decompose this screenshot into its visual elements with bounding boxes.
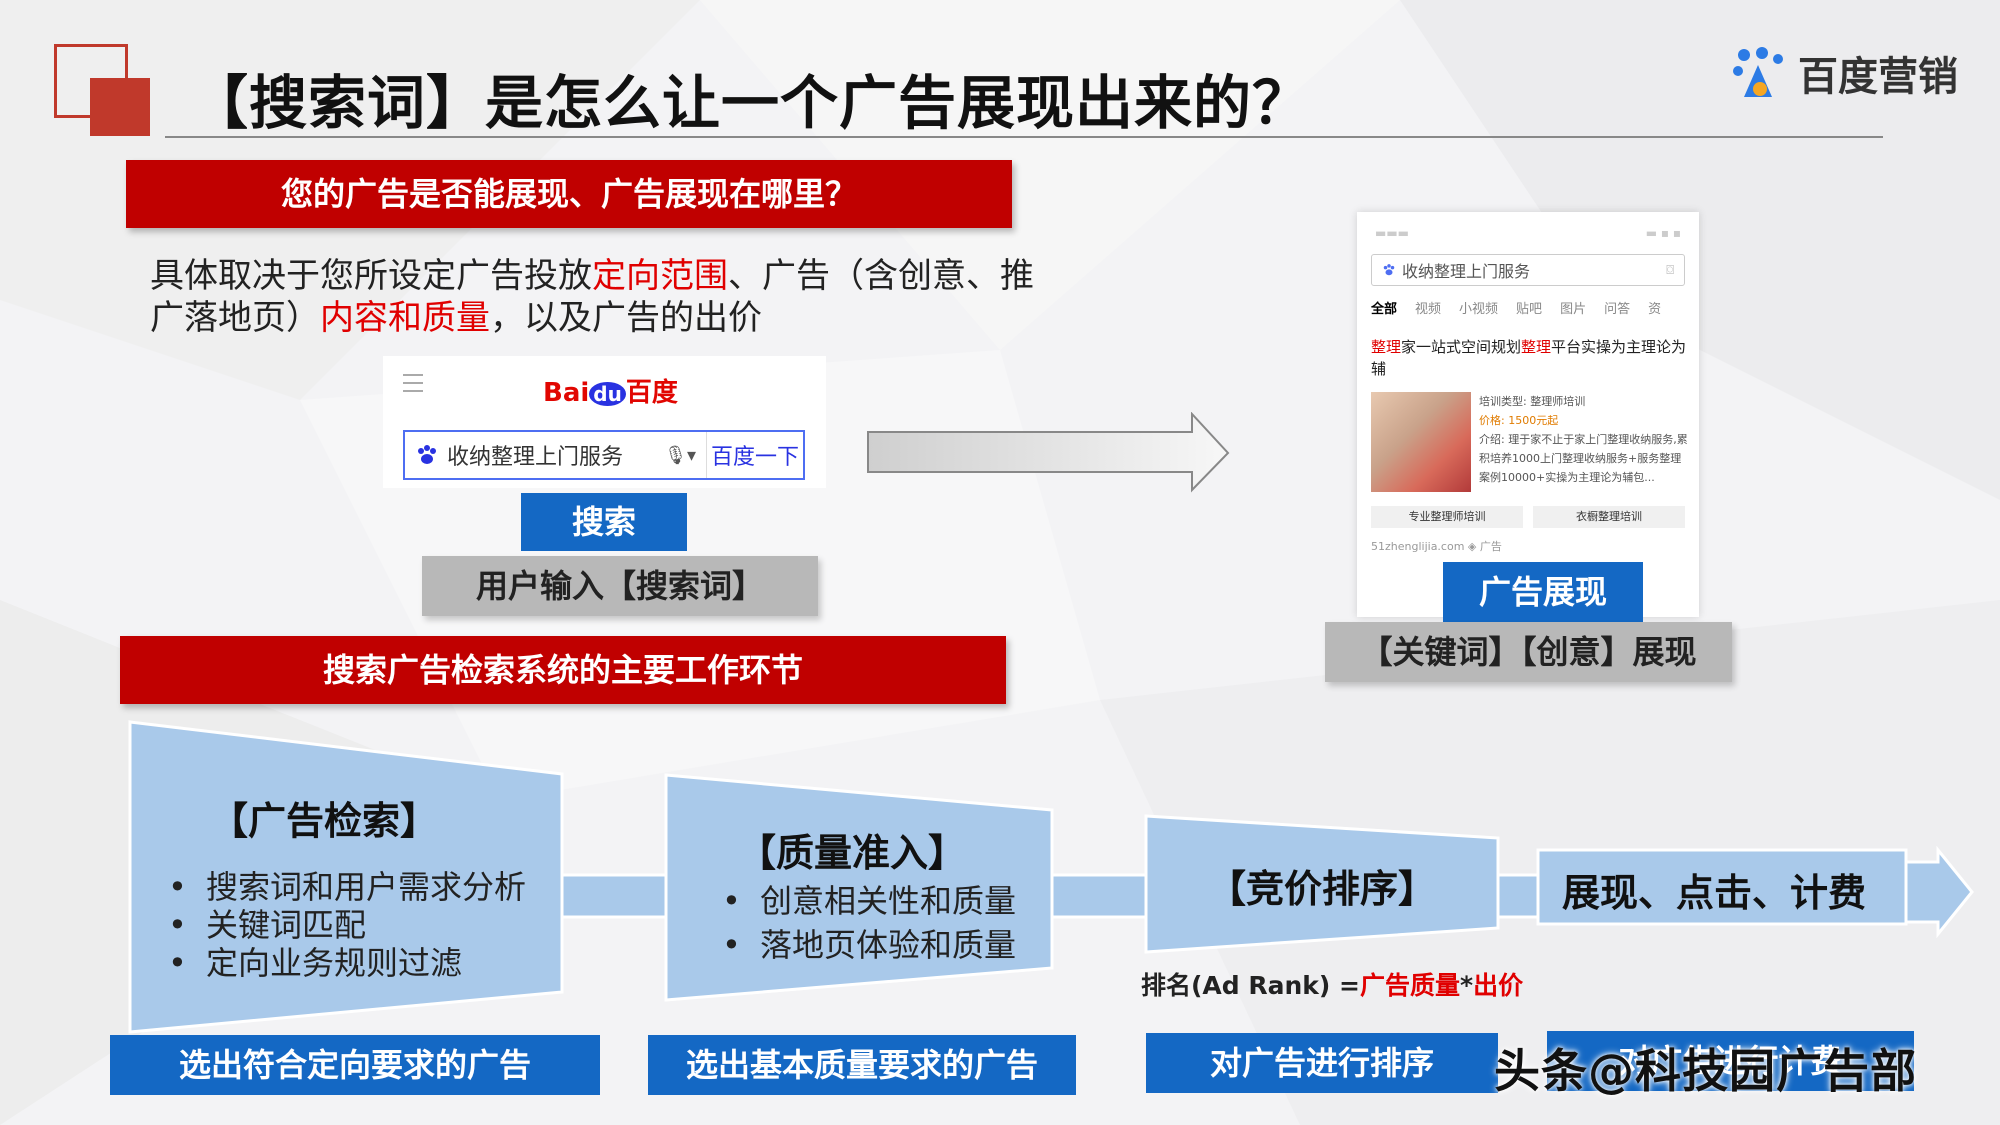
ad-info-price: 价格: 1500元起 xyxy=(1479,414,1559,427)
stage3-result: 对广告进行排序 xyxy=(1146,1033,1498,1093)
ad-tag: 广告 xyxy=(1479,540,1502,553)
stage4-title: 展现、点击、计费 xyxy=(1562,871,1867,915)
baidu-paw-icon xyxy=(1383,264,1395,276)
stage2-result: 选出基本质量要求的广告 xyxy=(648,1035,1076,1095)
ad-title-keyword: 整理 xyxy=(1371,338,1402,356)
tab-tieba[interactable]: 贴吧 xyxy=(1516,302,1543,317)
ad-thumbnail-image[interactable] xyxy=(1371,392,1471,492)
stage2-bullets: 创意相关性和质量 落地页体验和质量 xyxy=(722,882,1016,964)
formula-quality: 广告质量 xyxy=(1360,971,1461,1000)
sitelink-chip[interactable]: 专业整理师培训 xyxy=(1371,506,1523,528)
stage3-shape xyxy=(1144,814,1500,954)
ad-info-block: 培训类型: 整理师培训 价格: 1500元起 介绍: 理于家不止于家上门整理收纳… xyxy=(1479,392,1689,487)
formula-operator: * xyxy=(1460,971,1474,1000)
brand-text: 百度营销 xyxy=(1798,54,1958,100)
microphone-icon[interactable]: 🎙▾ xyxy=(664,444,696,466)
section1-banner: 您的广告是否能展现、广告展现在哪里？ xyxy=(126,160,1012,228)
tab-images[interactable]: 图片 xyxy=(1560,302,1587,317)
stage2-bullet: 创意相关性和质量 xyxy=(722,882,1016,920)
desc-highlight-targeting: 定向范围 xyxy=(592,256,728,296)
tab-qa[interactable]: 问答 xyxy=(1604,302,1631,317)
baidu-logo-cn: 百度 xyxy=(625,378,678,408)
desc-text-2: 、广告（含创意、推广落地页） xyxy=(150,256,1034,338)
tab-more[interactable]: 资 xyxy=(1648,302,1662,317)
stage1-bullet: 搜索词和用户需求分析 xyxy=(168,868,526,906)
ad-url-text: 51zhenglijia.com xyxy=(1371,540,1465,553)
connector-3 xyxy=(1496,873,1540,919)
stage1-bullet: 关键词匹配 xyxy=(168,906,526,944)
baidu-paw-icon xyxy=(418,445,436,464)
camera-icon[interactable]: ⌼ xyxy=(1666,262,1674,278)
stage1-bullet: 定向业务规则过滤 xyxy=(168,944,526,982)
ad-title-keyword: 整理 xyxy=(1521,338,1552,356)
mobile-search-result-mock: ▬▬▬ ▬ ▪ ▪ 收纳整理上门服务 ⌼ 全部 视频 小视频 贴吧 图片 问答 … xyxy=(1357,212,1699,617)
baidu-paw-logo: du xyxy=(589,382,626,406)
result-tabs: 全部 视频 小视频 贴吧 图片 问答 资 xyxy=(1371,298,1699,317)
brand-logo: 百度营销 xyxy=(1730,44,1958,102)
desc-highlight-quality: 内容和质量 xyxy=(320,298,490,338)
formula-prefix: 排名(Ad Rank) = xyxy=(1141,971,1360,1000)
ad-rank-formula: 排名(Ad Rank) =广告质量*出价 xyxy=(1141,966,1523,1002)
right-arrow-icon xyxy=(867,412,1230,493)
search-input[interactable]: 收纳整理上门服务 xyxy=(447,445,624,470)
user-input-label: 用户输入【搜索词】 xyxy=(422,556,818,616)
stage4-shape xyxy=(1536,848,1908,926)
brand-people-icon xyxy=(1733,47,1783,97)
status-bar-icons: ▬ ▪ ▪ xyxy=(1645,226,1681,240)
phone-search-bar[interactable]: 收纳整理上门服务 ⌼ xyxy=(1371,254,1685,286)
stage4-result: 对广告进行计费 xyxy=(1547,1031,1914,1091)
baidu-search-bar[interactable]: 收纳整理上门服务 🎙▾ 百度一下 xyxy=(403,430,805,480)
keyword-creative-label: 【关键词】【创意】展现 xyxy=(1325,622,1732,682)
tab-all[interactable]: 全部 xyxy=(1371,302,1398,317)
page-title: 【搜索词】是怎么让一个广告展现出来的？ xyxy=(190,69,1312,137)
stage1-bullets: 搜索词和用户需求分析 关键词匹配 定向业务规则过滤 xyxy=(168,868,526,982)
desc-text-3: ，以及广告的出价 xyxy=(490,298,762,338)
stage1-title: 【广告检索】 xyxy=(210,799,439,843)
connector-1 xyxy=(558,873,672,919)
desc-text-1: 具体取决于您所设定广告投放 xyxy=(150,256,592,296)
baidu-logo-text: Bai xyxy=(543,378,590,408)
hamburger-menu-icon[interactable] xyxy=(403,374,423,398)
tab-short-video[interactable]: 小视频 xyxy=(1459,302,1499,317)
connector-2 xyxy=(1048,873,1152,919)
section1-description: 具体取决于您所设定广告投放定向范围、广告（含创意、推广落地页）内容和质量，以及广… xyxy=(150,255,1050,339)
stage3-title: 【竞价排序】 xyxy=(1208,867,1437,911)
stage2-bullet: 落地页体验和质量 xyxy=(722,926,1016,964)
ad-info-type: 培训类型: 整理师培训 xyxy=(1479,395,1586,408)
stage1-result: 选出符合定向要求的广告 xyxy=(110,1035,600,1095)
watermark: 头条@科技园广告部 xyxy=(1494,1044,1917,1098)
ad-show-label: 广告展现 xyxy=(1443,562,1643,622)
title-divider xyxy=(165,136,1883,138)
ad-result-title[interactable]: 整理家一站式空间规划整理平台实操为主理论为辅 xyxy=(1371,336,1689,380)
formula-bid: 出价 xyxy=(1473,971,1524,1000)
ad-title-text: 家一站式空间规划 xyxy=(1401,338,1522,356)
title-deco-square-filled xyxy=(90,78,150,136)
flow-end-arrow xyxy=(1904,845,1974,939)
ad-title-text: 平台实操为主理论为辅 xyxy=(1371,338,1687,378)
section2-banner: 搜索广告检索系统的主要工作环节 xyxy=(120,636,1006,704)
stage2-title: 【质量准入】 xyxy=(738,831,967,875)
phone-search-input[interactable]: 收纳整理上门服务 xyxy=(1402,262,1531,281)
ad-info-desc: 介绍: 理于家不止于家上门整理收纳服务,累积培养1000上门整理收纳服务+服务整… xyxy=(1479,433,1688,484)
search-action-label: 搜索 xyxy=(521,493,687,551)
tab-video[interactable]: 视频 xyxy=(1415,302,1442,317)
status-bar-time: ▬▬▬ xyxy=(1375,226,1410,240)
sitelink-chip[interactable]: 衣橱整理培训 xyxy=(1533,506,1685,528)
baidu-search-button[interactable]: 百度一下 xyxy=(706,432,803,478)
ad-url: 51zhenglijia.com ◈ 广告 xyxy=(1371,540,1502,553)
